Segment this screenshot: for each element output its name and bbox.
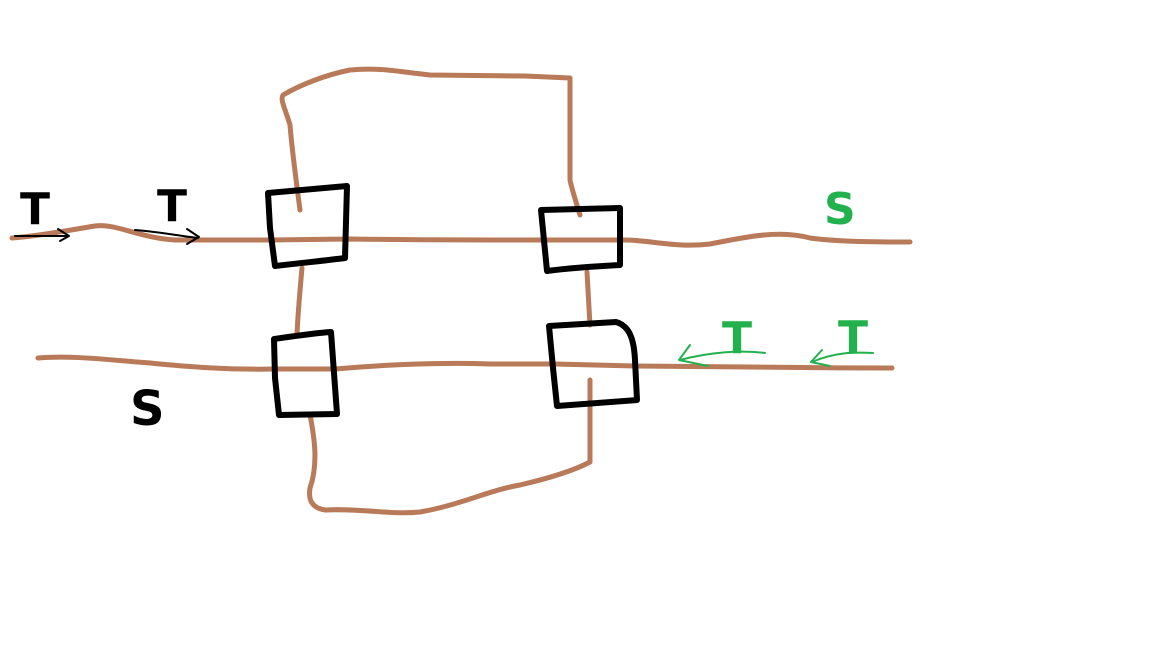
right-vertical-connector: [584, 269, 593, 328]
switch-box-top-left: [265, 183, 350, 269]
top-left-token-label-2: T: [157, 181, 187, 232]
switch-box-bottom-left: [271, 329, 340, 418]
lower-loop-line: [307, 377, 593, 516]
upper-loop-line: [279, 66, 583, 218]
top-left-token-label-1: T: [20, 184, 50, 235]
top-track-label: S: [824, 184, 856, 235]
bottom-right-token-label-1: T: [722, 313, 752, 364]
switch-box-bottom-right: [546, 319, 640, 409]
arrow-left-icon: [678, 344, 766, 367]
left-vertical-connector: [294, 265, 305, 337]
switch-box-top-right: [538, 205, 623, 274]
arrow-left-icon: [810, 349, 874, 367]
bottom-track-line: [35, 354, 895, 372]
top-track-line: [9, 223, 913, 248]
bottom-track-label: S: [130, 381, 165, 437]
arrow-right-icon: [134, 228, 200, 245]
arrow-right-icon: [14, 228, 70, 242]
bottom-right-token-label-2: T: [838, 312, 868, 363]
